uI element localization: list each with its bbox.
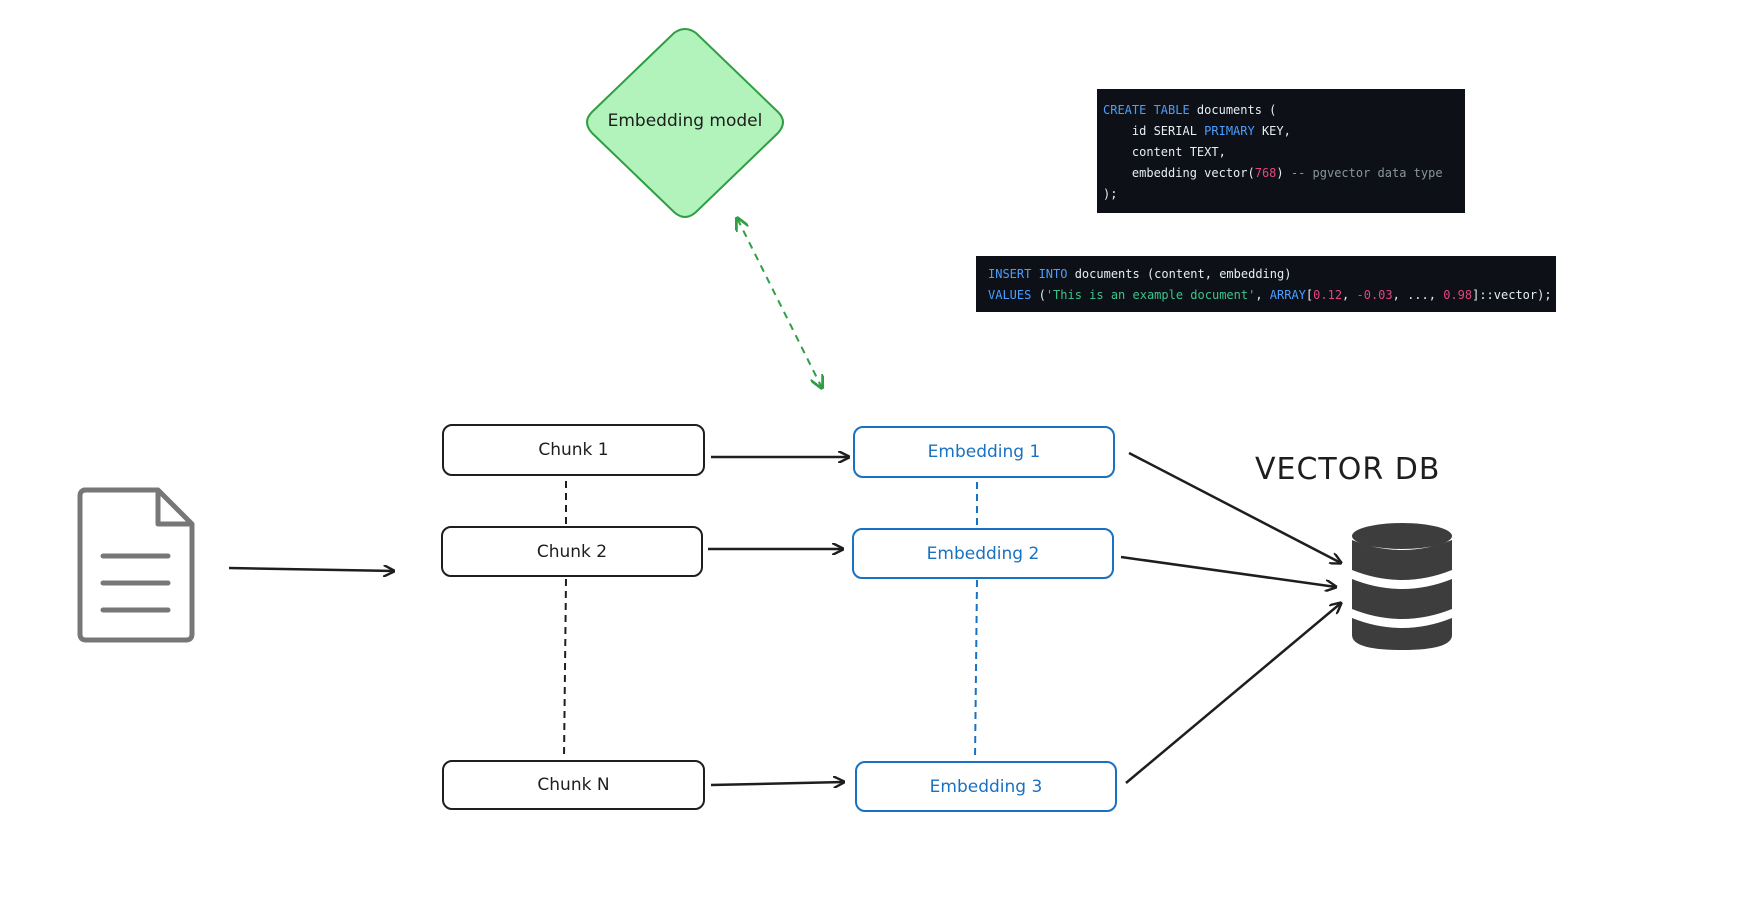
code-keyword: ARRAY — [1269, 288, 1306, 302]
code-number: 768 — [1254, 166, 1277, 180]
code-text: documents ( — [1189, 103, 1277, 117]
chunk-box[interactable]: Chunk N — [442, 760, 705, 810]
code-string: 'This is an example document' — [1045, 288, 1256, 302]
code-keyword: PRIMARY — [1204, 124, 1255, 138]
chunk-to-embedding-arrow — [710, 782, 844, 785]
code-text: , ..., — [1392, 288, 1444, 302]
code-text: [ — [1305, 288, 1314, 302]
embedding-label: Embedding 1 — [927, 442, 1041, 462]
document-to-chunks-arrow — [228, 568, 394, 571]
embedding-model-diamond — [586, 28, 784, 218]
create-table-code-block: CREATE TABLE documents ( id SERIAL PRIMA… — [1097, 89, 1465, 213]
code-text: documents (content, embedding) — [1067, 267, 1292, 281]
embedding-connector-dashed — [974, 579, 978, 760]
insert-into-code-block: INSERT INTO documents (content, embeddin… — [976, 256, 1556, 312]
code-text: , — [1342, 288, 1357, 302]
code-line: ); — [1103, 187, 1118, 201]
chunk-connector-dashed — [563, 578, 567, 759]
database-icon — [1352, 523, 1452, 650]
vector-db-title: VECTOR DB — [1255, 452, 1441, 487]
code-keyword: INSERT INTO — [988, 267, 1068, 281]
model-embedding-link-arrow — [737, 218, 822, 388]
code-text: ) — [1276, 166, 1291, 180]
embedding-to-db-arrow — [1128, 451, 1341, 563]
embedding-box[interactable]: Embedding 3 — [855, 761, 1117, 812]
code-text: embedding vector( — [1103, 166, 1255, 180]
code-text: ]::vector); — [1472, 288, 1552, 302]
embedding-to-db-arrow — [1120, 555, 1336, 587]
document-icon — [77, 487, 195, 643]
embedding-label: Embedding 3 — [929, 776, 1043, 797]
code-line: content TEXT, — [1103, 145, 1226, 159]
code-keyword: CREATE TABLE — [1103, 103, 1190, 117]
embedding-box[interactable]: Embedding 1 — [853, 426, 1115, 478]
embedding-box[interactable]: Embedding 2 — [852, 528, 1114, 579]
chunk-label: Chunk 1 — [538, 440, 609, 460]
code-number: 0.98 — [1443, 288, 1473, 302]
code-line: embedding vector(768) -- pgvector data t… — [1103, 163, 1465, 184]
code-line: id SERIAL PRIMARY KEY, — [1103, 121, 1465, 142]
embedding-model-label: Embedding model — [607, 111, 763, 131]
code-text: , — [1255, 288, 1270, 302]
chunk-label: Chunk 2 — [536, 541, 608, 562]
code-line: VALUES ('This is an example document', A… — [988, 285, 1556, 306]
code-line: INSERT INTO documents (content, embeddin… — [988, 264, 1556, 285]
code-text: ( — [1031, 288, 1046, 302]
code-keyword: VALUES — [988, 288, 1032, 302]
chunk-box[interactable]: Chunk 2 — [441, 526, 703, 577]
code-number: 0.12 — [1313, 288, 1343, 302]
code-text: KEY, — [1254, 124, 1291, 138]
embedding-to-db-arrow — [1125, 603, 1341, 784]
embedding-label: Embedding 2 — [926, 543, 1040, 564]
code-comment: -- pgvector data type — [1290, 166, 1443, 180]
code-line: CREATE TABLE documents ( — [1103, 100, 1465, 121]
code-text: id SERIAL — [1103, 124, 1205, 138]
code-number: -0.03 — [1356, 288, 1393, 302]
chunk-box[interactable]: Chunk 1 — [442, 424, 705, 476]
chunk-label: Chunk N — [537, 775, 610, 795]
